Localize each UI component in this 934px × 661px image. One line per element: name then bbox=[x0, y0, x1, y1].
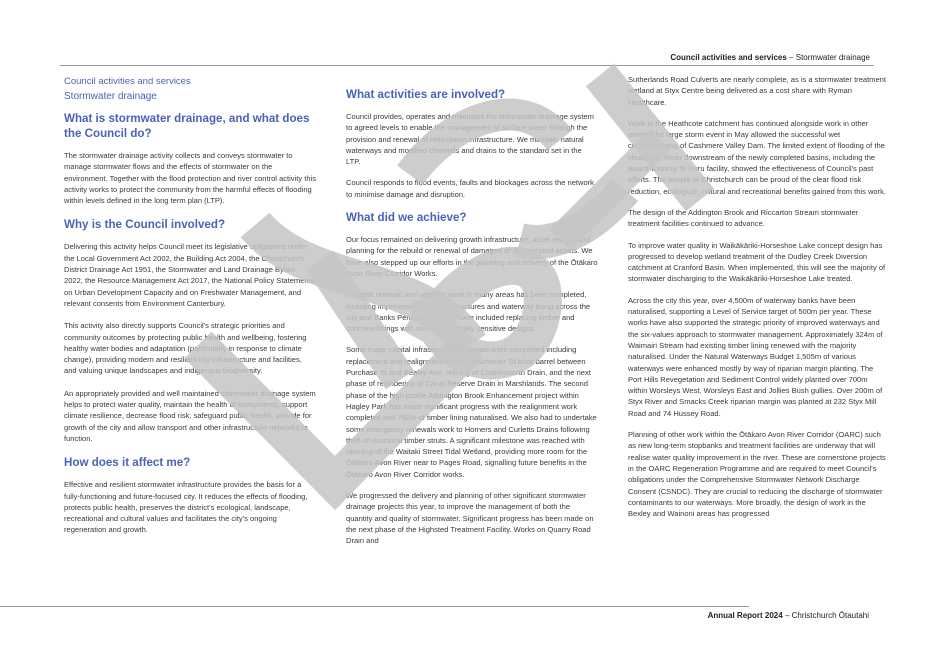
paragraph-why-1: Delivering this activity helps Council m… bbox=[64, 242, 315, 308]
header-section-title: Council activities and services bbox=[670, 53, 787, 62]
paragraph-col3-4: To improve water quality in Waikākāriki-… bbox=[628, 240, 886, 284]
paragraph-what-is: The stormwater drainage activity collect… bbox=[64, 151, 316, 206]
header-subsection-title: Stormwater drainage bbox=[795, 53, 870, 62]
paragraph-activities-1: Council provides, operates and maintains… bbox=[346, 112, 594, 167]
footer-separator: – bbox=[782, 611, 792, 620]
paragraph-affect: Effective and resilient stormwater infra… bbox=[64, 480, 308, 535]
heading-why-involved: Why is the Council involved? bbox=[64, 218, 226, 232]
paragraph-achieve-1: Our focus remained on delivering growth … bbox=[346, 235, 598, 278]
kicker-line-2: Stormwater drainage bbox=[64, 91, 157, 102]
paragraph-activities-2: Council responds to flood events, faults… bbox=[346, 178, 594, 199]
heading-activities: What activities are involved? bbox=[346, 88, 506, 101]
running-header: Council activities and services – Stormw… bbox=[670, 53, 870, 62]
page-footer: Annual Report 2024 – Christchurch Ōtauta… bbox=[708, 611, 869, 620]
heading-what-is: What is stormwater drainage, and what do… bbox=[64, 112, 310, 140]
footer-report-title: Annual Report 2024 bbox=[707, 611, 783, 620]
paragraph-achieve-2: Network renewal and upgrade work in many… bbox=[346, 290, 591, 334]
column-3: Sutherlands Road Culverts are nearly com… bbox=[628, 74, 886, 529]
paragraph-col3-6: Planning of other work within the Ōtākar… bbox=[628, 430, 886, 519]
footer-rule bbox=[0, 606, 749, 607]
paragraph-achieve-4: We progressed the delivery and planning … bbox=[346, 491, 594, 546]
paragraph-why-3: An appropriately provided and well maint… bbox=[64, 388, 316, 443]
paragraph-why-2: This activity also directly supports Cou… bbox=[64, 321, 307, 376]
paragraph-achieve-3: Some major capital infrastructure renewa… bbox=[346, 345, 597, 479]
column-2: What activities are involved? Council pr… bbox=[346, 87, 598, 557]
header-rule bbox=[60, 65, 874, 66]
section-kicker: Council activities and services Stormwat… bbox=[64, 74, 316, 104]
heading-how-affect: How does it affect me? bbox=[64, 456, 191, 470]
kicker-line-1: Council activities and services bbox=[64, 76, 191, 87]
heading-achieve: What did we achieve? bbox=[346, 211, 467, 225]
paragraph-col3-5: Across the city this year, over 4,500m o… bbox=[628, 295, 883, 418]
footer-city: Christchurch Ōtautahi bbox=[791, 611, 869, 620]
paragraph-col3-3: The design of the Addington Brook and Ri… bbox=[628, 207, 859, 229]
header-separator: – bbox=[786, 53, 796, 62]
column-1: Council activities and services Stormwat… bbox=[64, 74, 316, 547]
paragraph-col3-1: Sutherlands Road Culverts are nearly com… bbox=[628, 75, 886, 107]
paragraph-col3-2: Work in the Heathcote catchment has cont… bbox=[628, 118, 886, 196]
